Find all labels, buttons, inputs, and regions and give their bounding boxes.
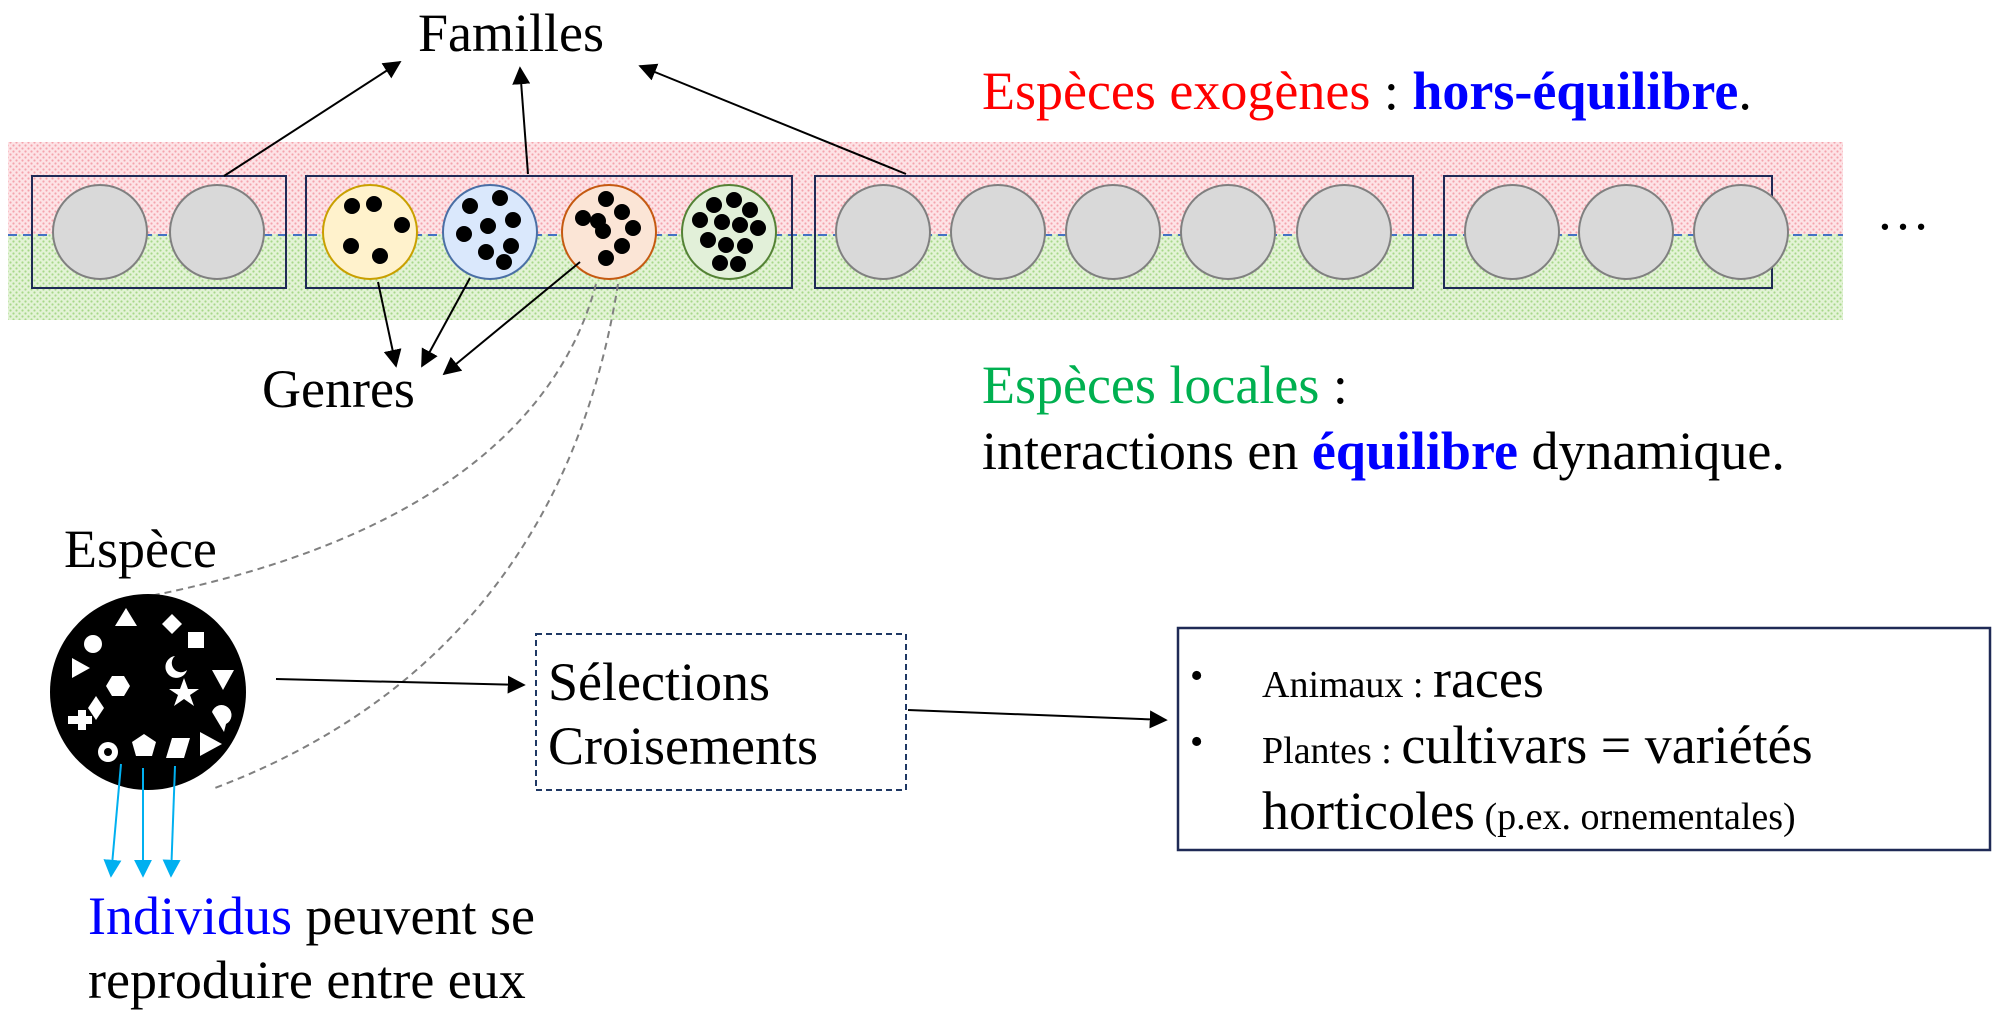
genus-circle [1464, 184, 1560, 280]
parallelogram-icon [166, 738, 190, 758]
crossing-line: Croisements [548, 716, 818, 776]
individual-arrows [103, 763, 181, 878]
local-separator: : [1319, 355, 1348, 415]
genus-arrows [377, 261, 581, 376]
individuals-text: Individus peuvent se reproduire entre eu… [88, 884, 535, 1012]
family-arrows [223, 61, 907, 177]
star-icon [169, 678, 199, 706]
genus-circle [835, 184, 931, 280]
species-circle [50, 594, 246, 790]
arrow-to-selection [275, 675, 526, 694]
triangle-icon [72, 658, 90, 678]
genus-circle [1296, 184, 1392, 280]
triangle-down-icon [212, 670, 234, 690]
selection-box [535, 633, 907, 791]
arrow-to-result [907, 709, 1168, 729]
genus-blue [442, 184, 538, 280]
cross-icon [68, 710, 92, 730]
family-box-3 [814, 175, 1414, 289]
hexagon-icon [106, 676, 130, 696]
genera-label: Genres [262, 359, 415, 419]
exogenous-label: Espèces exogènes [982, 61, 1371, 121]
individuals-rest: peuvent se [292, 886, 535, 946]
drop-icon [212, 705, 232, 732]
genus-yellow [322, 184, 418, 280]
individuals-label: Individus [88, 886, 293, 946]
off-equilibrium-label: hors-équilibre [1412, 61, 1739, 121]
selection-text: Sélections Croisements [548, 650, 818, 778]
genus-orange [561, 184, 657, 280]
genus-green [681, 184, 777, 280]
zoom-lines [149, 283, 619, 789]
families-label: Familles [418, 3, 604, 63]
ellipsis-label: … [1876, 181, 1934, 241]
exogenous-end: . [1738, 61, 1752, 121]
genus-circle [1180, 184, 1276, 280]
result-box [1176, 626, 1992, 852]
diamond-icon [88, 696, 104, 720]
animals-value: races [1432, 649, 1544, 709]
local-species-label: Espèces locales [982, 355, 1320, 415]
genus-circle [169, 184, 265, 280]
pentagon-icon [132, 734, 156, 756]
equilibrium-label: équilibre [1311, 421, 1518, 481]
triangle-icon [115, 608, 137, 626]
plants-value-continued: horticoles [1262, 781, 1475, 841]
exogenous-species-line: Espèces exogènes : hors-équilibre. [982, 60, 1752, 122]
triangle-right-icon [200, 732, 222, 756]
empty-genus-circles [52, 184, 1789, 280]
interactions-end: dynamique. [1517, 421, 1785, 481]
plants-value: cultivars = variétés [1401, 715, 1813, 775]
local-species-line: Espèces locales : [982, 354, 1348, 416]
genus-circle [1693, 184, 1789, 280]
selection-line: Sélections [548, 652, 770, 712]
genus-circle [52, 184, 148, 280]
bullet-icon: • [1190, 721, 1204, 763]
plants-prefix: Plantes : [1262, 730, 1402, 772]
square-icon [188, 632, 204, 648]
animals-prefix: Animaux : [1262, 664, 1433, 706]
bullet-icon: • [1190, 655, 1204, 697]
genus-circle [950, 184, 1046, 280]
circle-icon [84, 635, 102, 653]
species-label: Espèce [64, 519, 217, 579]
individuals-line2: reproduire entre eux [88, 950, 526, 1010]
interactions-line: interactions en équilibre dynamique. [982, 420, 1785, 482]
crescent-icon [165, 656, 187, 678]
plants-note: (p.ex. ornementales) [1474, 796, 1796, 838]
family-box-1 [31, 175, 287, 289]
genus-circle [1065, 184, 1161, 280]
diamond-icon [162, 614, 182, 634]
genus-circle [1578, 184, 1674, 280]
exogenous-separator: : [1370, 61, 1413, 121]
interactions-start: interactions en [982, 421, 1312, 481]
